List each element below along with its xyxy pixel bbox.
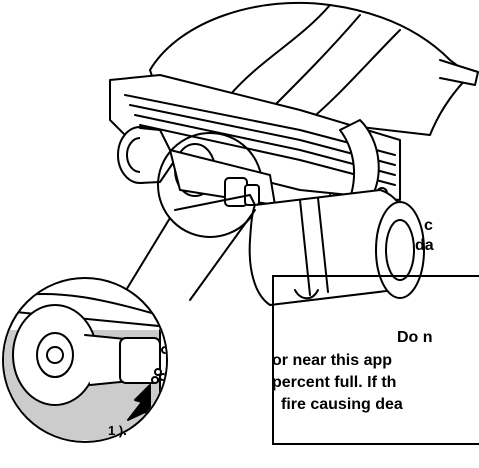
warning-line-3: percent full. If th	[272, 374, 397, 391]
callout-line-2	[189, 209, 256, 301]
upper-fragment-1: c	[424, 217, 433, 234]
inset-callout: 1 ).	[108, 423, 127, 438]
upper-fragment-2: da	[415, 237, 434, 254]
warning-line-4: fire causing dea	[281, 396, 403, 413]
callout-line-1	[119, 217, 171, 301]
warning-box	[272, 275, 479, 445]
warning-line-1: Do n	[397, 329, 433, 346]
lid-handle	[439, 59, 479, 86]
warning-line-2: or near this app	[272, 352, 393, 369]
